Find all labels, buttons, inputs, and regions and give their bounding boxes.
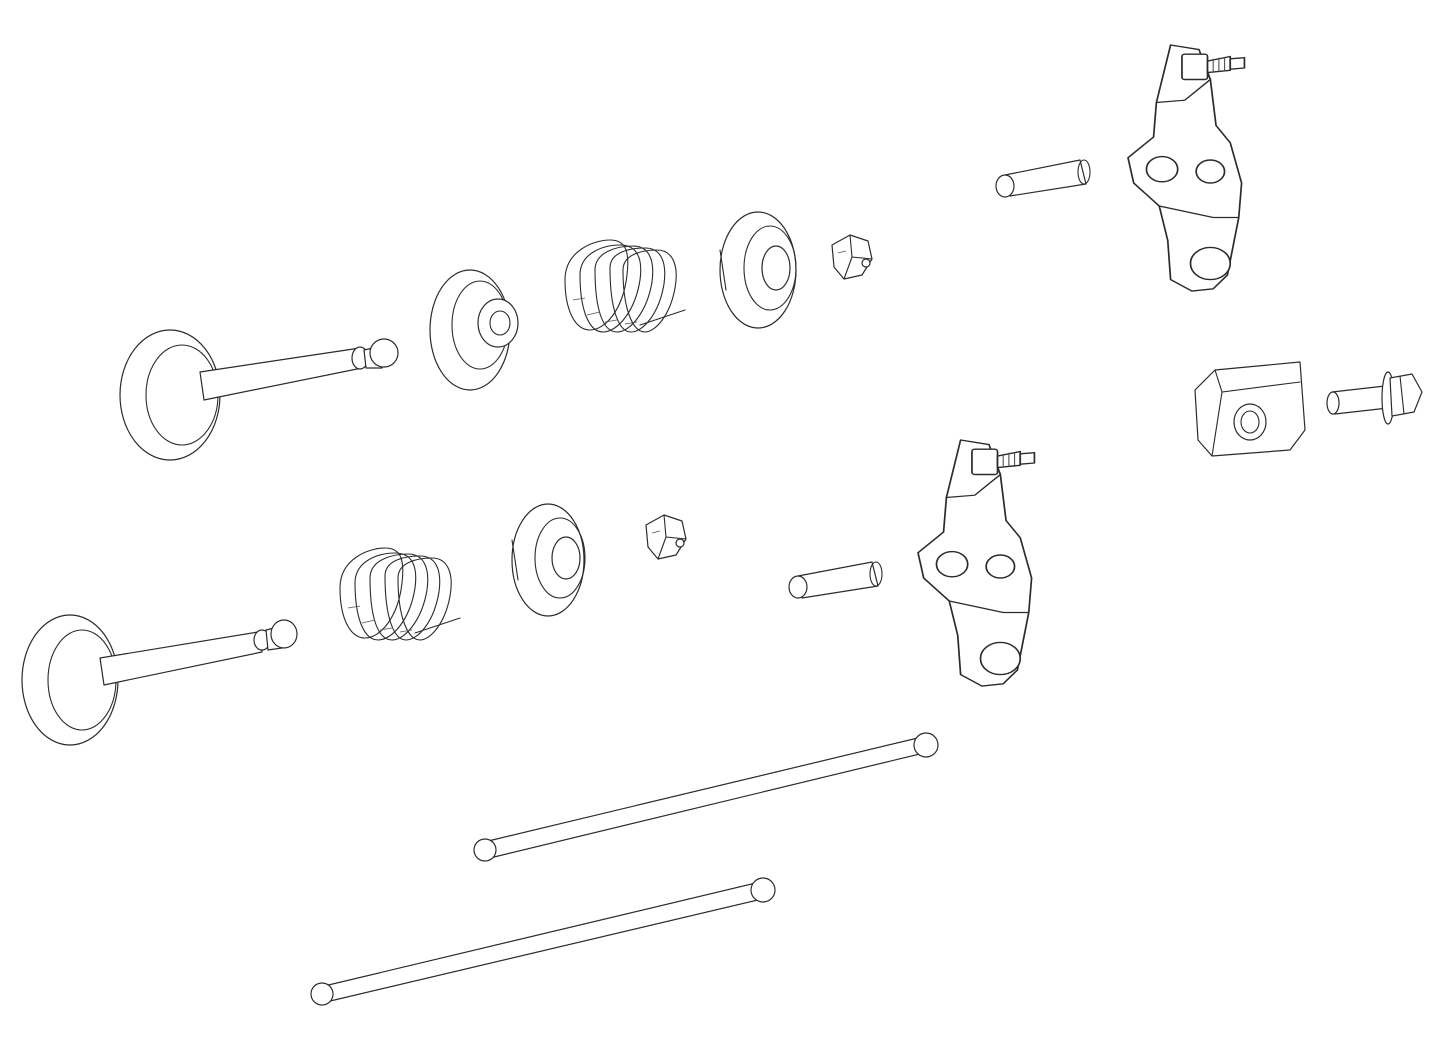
valve-cotter-upper: [831, 234, 873, 280]
rocker-pivot-pin-lower: [788, 561, 883, 599]
pushrod-lower: [310, 877, 776, 1006]
pushrod-guide-plate: [1194, 361, 1306, 457]
valve-spring-upper: [564, 239, 686, 333]
spring-retainer-upper: [719, 211, 797, 329]
valve-spring-lower: [339, 547, 461, 641]
flange-bolt: [1326, 371, 1423, 425]
exhaust-valve: [21, 614, 298, 746]
intake-valve: [119, 329, 399, 461]
valve-stem-seal: [429, 269, 519, 391]
rocker-arm-lower: [917, 439, 1036, 687]
spring-retainer-lower: [511, 503, 586, 617]
valve-cotter-lower: [645, 514, 687, 560]
rocker-arm-upper: [1127, 44, 1246, 292]
rocker-pivot-pin-upper: [995, 159, 1091, 198]
pushrod-upper: [473, 732, 939, 862]
